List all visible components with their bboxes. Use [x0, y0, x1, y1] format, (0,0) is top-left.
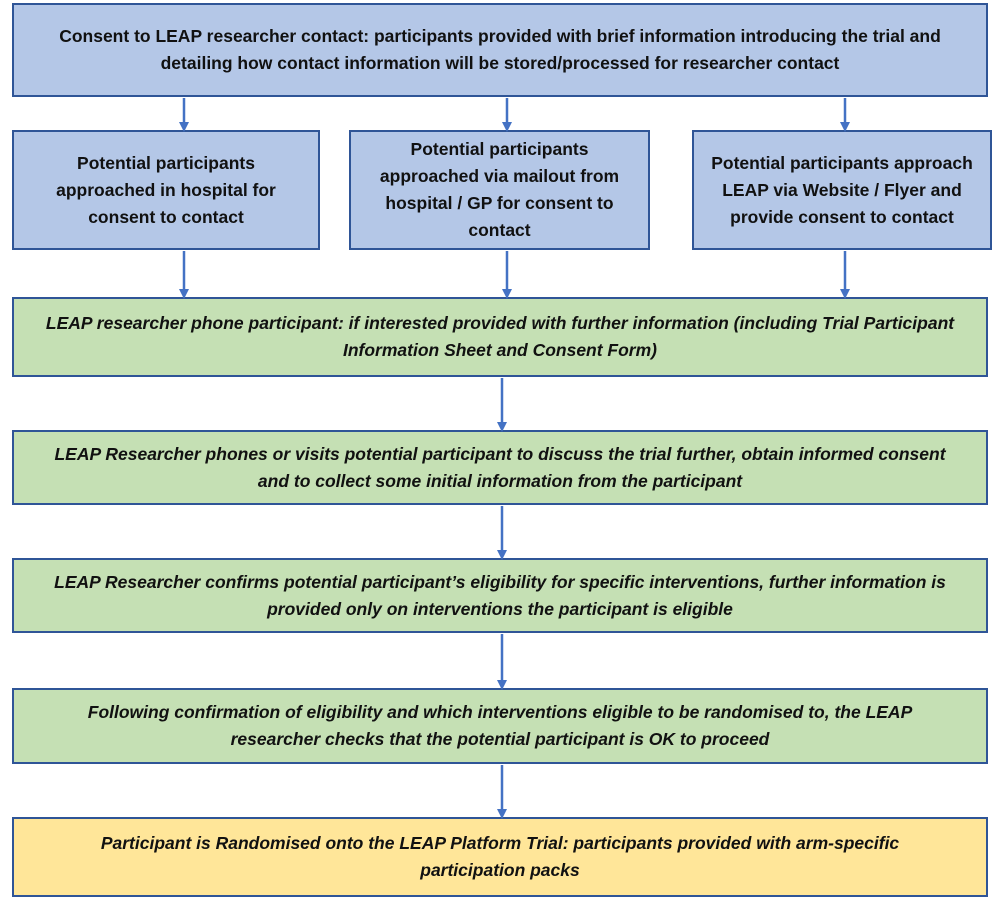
route-box-website: Potential participants approach LEAP via…	[692, 130, 992, 250]
step-box-ok-to-proceed: Following confirmation of eligibility an…	[12, 688, 988, 764]
route-text-hospital: Potential participants approached in hos…	[56, 152, 276, 227]
randomisation-box: Participant is Randomised onto the LEAP …	[12, 817, 988, 897]
step-box-phone-participant: LEAP researcher phone participant: if in…	[12, 297, 988, 377]
route-text-website: Potential participants approach LEAP via…	[711, 152, 973, 227]
route-box-mailout: Potential participants approached via ma…	[349, 130, 650, 250]
step-text-phone-participant: LEAP researcher phone participant: if in…	[45, 313, 955, 360]
step-text-informed-consent: LEAP Researcher phones or visits potenti…	[54, 443, 946, 491]
route-text-mailout: Potential participants approached via ma…	[379, 139, 620, 240]
step-text-eligibility: LEAP Researcher confirms potential parti…	[54, 571, 946, 619]
consent-to-contact-text: Consent to LEAP researcher contact: part…	[59, 26, 941, 73]
step-box-informed-consent: LEAP Researcher phones or visits potenti…	[12, 430, 988, 505]
route-box-hospital: Potential participants approached in hos…	[12, 130, 320, 250]
step-box-eligibility: LEAP Researcher confirms potential parti…	[12, 558, 988, 633]
step-text-ok-to-proceed: Following confirmation of eligibility an…	[87, 702, 913, 749]
randomisation-text: Participant is Randomised onto the LEAP …	[100, 833, 900, 880]
consent-to-contact-box: Consent to LEAP researcher contact: part…	[12, 3, 988, 97]
